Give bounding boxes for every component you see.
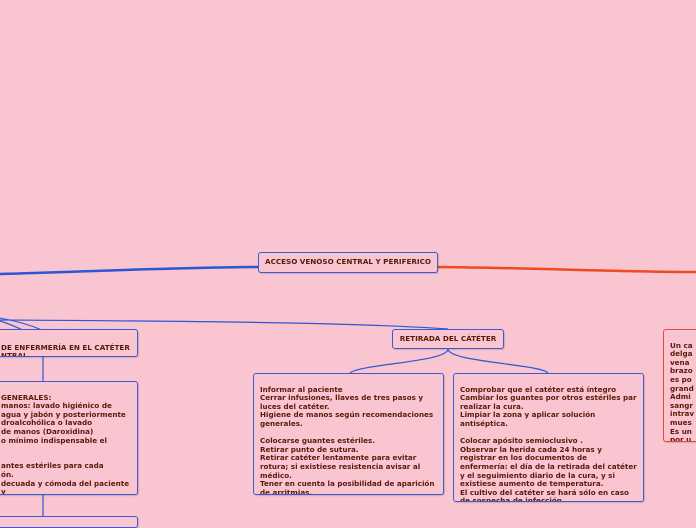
removal-steps-box-1[interactable]: Informar al paciente Cerrar infusiones, … <box>253 373 444 495</box>
care-topic-label: DE ENFERMERÍA EN EL CATÉTER NTRAL <box>1 342 130 357</box>
definition-text: Un ca delga vena brazo es po grand Admi … <box>670 340 695 442</box>
branch-extra <box>0 317 43 331</box>
removal-steps-box-2[interactable]: Comprobar que el catéter está íntegro Ca… <box>453 373 644 502</box>
removal-steps-text-1: Informar al paciente Cerrar infusiones, … <box>260 384 435 495</box>
branch-main-left <box>0 265 260 276</box>
branch-main-right <box>437 265 696 274</box>
general-care-box[interactable]: GENERALES: manos: lavado higiénico de ag… <box>0 381 138 495</box>
care-topic-node[interactable]: DE ENFERMERÍA EN EL CATÉTER NTRAL <box>0 329 138 357</box>
central-topic-label: ACCESO VENOSO CENTRAL Y PERIFERICO <box>265 257 431 267</box>
branch-removal-left <box>349 348 449 374</box>
branch-removal-right <box>447 348 549 374</box>
branch-to-removal <box>0 319 449 330</box>
removal-topic-node[interactable]: RETIRADA DEL CÁTÉTER <box>392 329 504 349</box>
definition-box[interactable]: Un ca delga vena brazo es po grand Admi … <box>663 329 696 442</box>
central-topic-node[interactable]: ACCESO VENOSO CENTRAL Y PERIFERICO <box>258 252 438 273</box>
removal-steps-text-2: Comprobar que el catéter está íntegro Ca… <box>460 384 637 502</box>
general-care-text: GENERALES: manos: lavado higiénico de ag… <box>1 392 130 495</box>
removal-topic-label: RETIRADA DEL CÁTÉTER <box>399 333 497 343</box>
lower-box-stub[interactable] <box>0 516 138 528</box>
